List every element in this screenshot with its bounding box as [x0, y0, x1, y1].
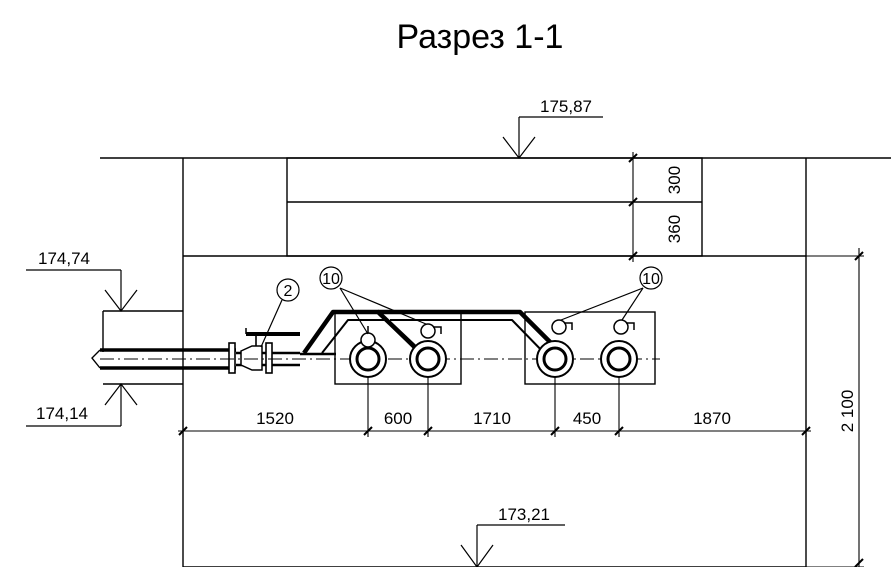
dimension-2100: 2 100 — [838, 390, 857, 433]
neck-slab — [286, 157, 703, 257]
dimension-1520: 1520 — [256, 409, 294, 428]
level-bottom-label: 173,21 — [498, 505, 550, 524]
drawing-title: Разрез 1-1 — [397, 18, 564, 56]
dimension-360: 360 — [665, 215, 684, 243]
level-marker-pipe-lower — [26, 383, 138, 427]
pipe-section-4 — [600, 340, 638, 378]
level-pipe-lower-label: 174,14 — [36, 404, 88, 423]
small-valve-2 — [420, 323, 442, 339]
callout-label-2: 2 — [284, 283, 293, 300]
level-marker-bottom — [460, 524, 565, 567]
dimension-450: 450 — [573, 409, 601, 428]
chamber-structure — [182, 157, 807, 567]
vertical-dimension-slab — [628, 152, 638, 262]
horizontal-dimension-chain — [178, 377, 811, 437]
valve-body — [240, 345, 263, 371]
dimension-1870: 1870 — [693, 409, 731, 428]
pipe-break-mark — [91, 349, 101, 369]
small-valve-3 — [551, 319, 573, 335]
dimension-600: 600 — [384, 409, 412, 428]
level-marker-pipe-upper — [26, 269, 138, 312]
bypass-piping — [302, 309, 563, 359]
level-pipe-upper-label: 174,74 — [38, 249, 90, 268]
small-valves — [360, 319, 635, 348]
callout-item-10-right — [560, 266, 663, 321]
support-block-right — [524, 311, 656, 385]
level-marker-top — [502, 116, 603, 159]
dimension-300: 300 — [665, 166, 684, 194]
level-top-label: 175,87 — [540, 97, 592, 116]
inlet-pipe — [91, 310, 336, 385]
callout-label-10-left: 10 — [322, 271, 340, 288]
small-valve-4 — [613, 319, 635, 335]
valve-assembly — [228, 328, 300, 374]
pipe-section-2 — [409, 340, 447, 378]
callout-label-10-right: 10 — [642, 271, 660, 288]
vertical-dimension-chamber — [806, 248, 864, 567]
pipe-section-3 — [536, 340, 574, 378]
callout-item-10-left — [319, 266, 427, 335]
small-valve-1 — [360, 326, 376, 348]
flange-right — [265, 342, 273, 374]
dimension-1710: 1710 — [473, 409, 511, 428]
pipe-section-1 — [349, 340, 387, 378]
flange-left — [228, 342, 236, 374]
callout-item-2 — [260, 278, 300, 348]
callouts — [260, 266, 663, 348]
